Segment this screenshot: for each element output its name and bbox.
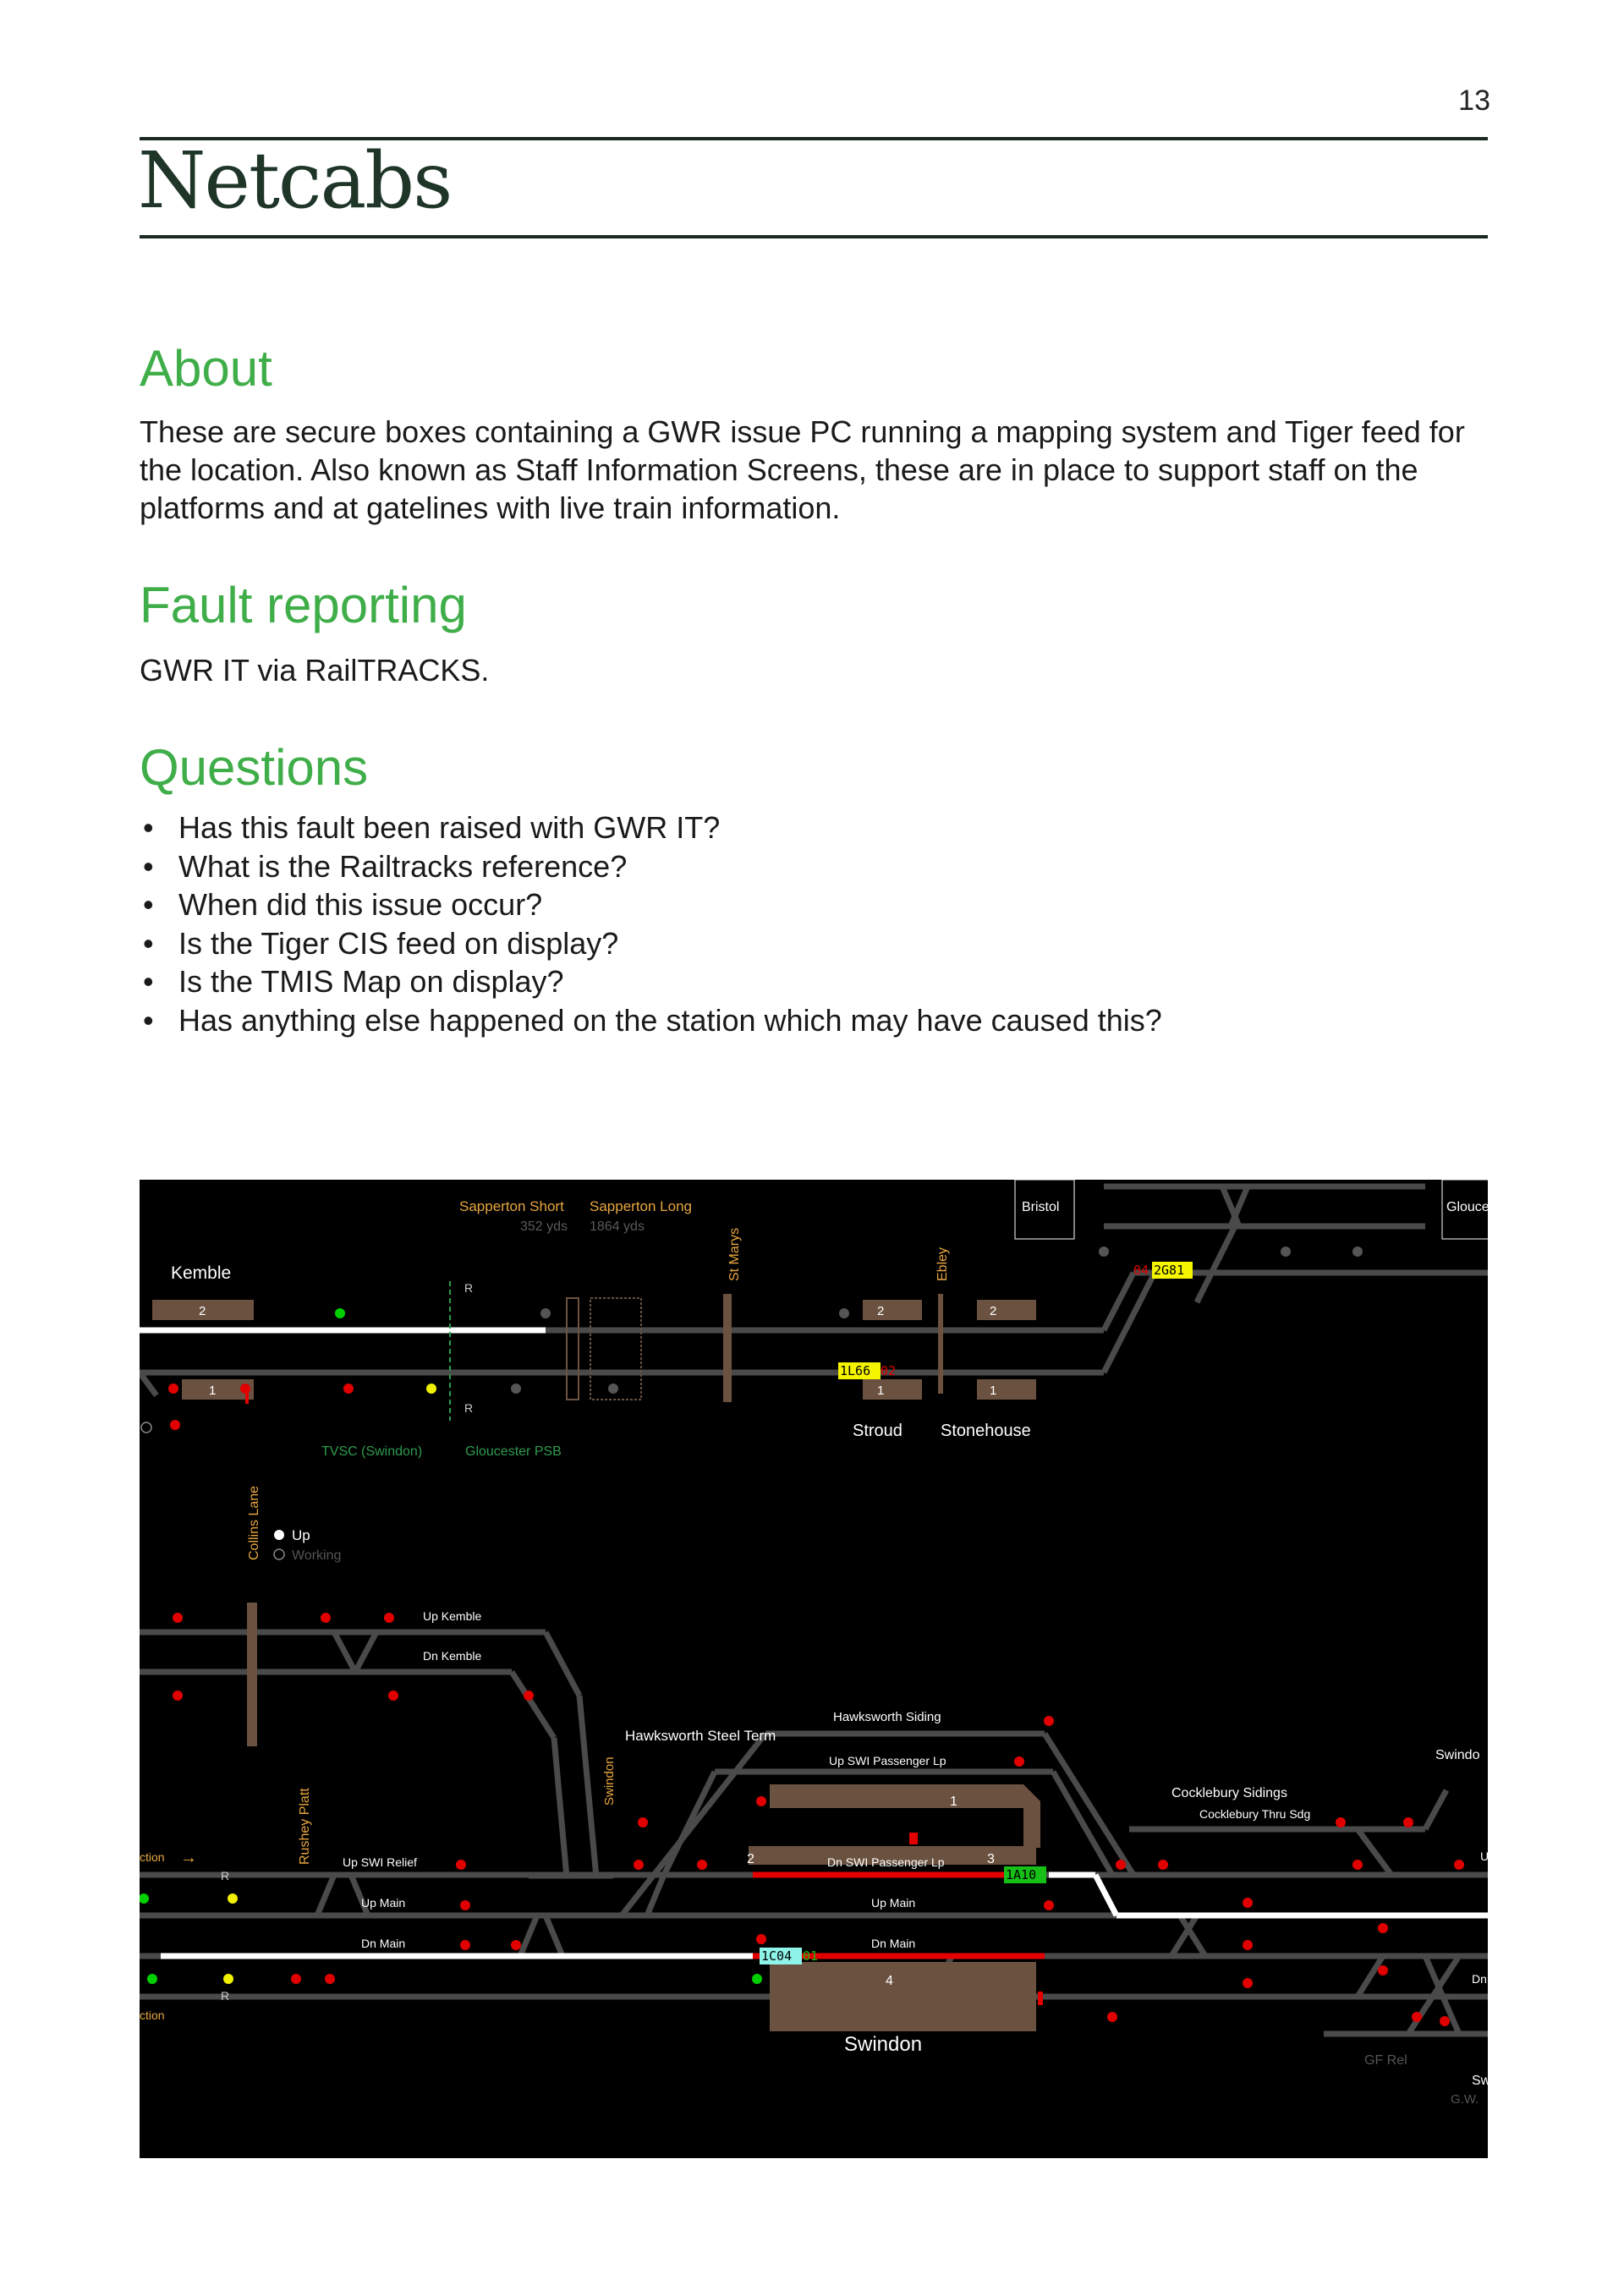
label-stonehouse: Stonehouse bbox=[941, 1422, 1031, 1440]
label-bristol: Bristol bbox=[1022, 1200, 1059, 1214]
bullet-icon: • bbox=[143, 810, 154, 845]
label-swindo: Swindo bbox=[1435, 1748, 1480, 1762]
about-body: These are secure boxes containing a GWR … bbox=[140, 414, 1465, 525]
label-gf-rel: GF Rel bbox=[1364, 2053, 1407, 2068]
train-id: 1A10 bbox=[1006, 1867, 1036, 1882]
label-r-2: R bbox=[464, 1401, 473, 1415]
label-gw: G.W. bbox=[1451, 2092, 1479, 2107]
label-cocklebury-sidings: Cocklebury Sidings bbox=[1171, 1786, 1287, 1800]
label-dn-main-left: Dn Main bbox=[361, 1937, 405, 1950]
label-ction-top: ction bbox=[140, 1850, 165, 1864]
label-sw: Sw bbox=[1472, 2074, 1488, 2088]
label-swindon-station: Swindon bbox=[844, 2033, 922, 2056]
label-sapperton-long: Sapperton Long bbox=[590, 1198, 692, 1214]
bullet-icon: • bbox=[143, 964, 154, 999]
platform-number: 2 bbox=[877, 1304, 884, 1318]
about-heading: About bbox=[140, 340, 272, 397]
label-collins-lane: Collins Lane bbox=[247, 1486, 261, 1560]
question-item: •Is the Tiger CIS feed on display? bbox=[140, 924, 1162, 963]
train-id-prefix: 04 bbox=[1133, 1263, 1149, 1278]
bullet-icon: • bbox=[143, 848, 154, 884]
label-ebley: Ebley bbox=[935, 1247, 950, 1281]
question-item: •Has anything else happened on the stati… bbox=[140, 1001, 1162, 1040]
question-item: •When did this issue occur? bbox=[140, 885, 1162, 924]
questions-list: •Has this fault been raised with GWR IT?… bbox=[140, 808, 1162, 1039]
label-cocklebury-thru-sdg: Cocklebury Thru Sdg bbox=[1199, 1807, 1310, 1821]
page-title: Netcabs bbox=[138, 135, 453, 226]
arrow-right-icon: → bbox=[180, 1849, 197, 1867]
bullet-icon: • bbox=[143, 925, 154, 961]
label-sapperton-short-length: 352 yds bbox=[520, 1219, 568, 1234]
label-ction-bottom: ction bbox=[140, 2008, 165, 2022]
signals bbox=[140, 1247, 1464, 2026]
train-id-box bbox=[1152, 1262, 1193, 1279]
platform-number: 4 bbox=[886, 1974, 893, 1988]
label-swindon-vertical: Swindon bbox=[602, 1756, 617, 1806]
platform-number: 3 bbox=[987, 1852, 995, 1866]
label-up-swi-passenger-lp: Up SWI Passenger Lp bbox=[829, 1754, 946, 1767]
label-dn-kemble: Dn Kemble bbox=[423, 1649, 481, 1663]
label-hawksworth-steel-term: Hawksworth Steel Term bbox=[625, 1728, 776, 1744]
label-up-main-right: Up Main bbox=[871, 1896, 915, 1910]
question-item: •What is the Railtracks reference? bbox=[140, 847, 1162, 886]
map-labels: Kemble Sapperton Short 352 yds Sapperton… bbox=[140, 1198, 1488, 2107]
label-kemble: Kemble bbox=[171, 1263, 231, 1283]
platform-number: 1 bbox=[950, 1795, 957, 1809]
train-id-box bbox=[760, 1948, 802, 1964]
platform-number: 2 bbox=[747, 1852, 754, 1866]
label-st-marys: St Marys bbox=[727, 1228, 742, 1281]
train-id: 1L66 bbox=[840, 1363, 870, 1378]
label-sapperton-long-length: 1864 yds bbox=[590, 1219, 645, 1234]
train-id: 2G81 bbox=[1154, 1263, 1184, 1278]
platforms bbox=[152, 1180, 1488, 2031]
label-up: Up bbox=[292, 1527, 310, 1543]
label-stroud: Stroud bbox=[853, 1422, 903, 1440]
label-dn-edge: Dn bbox=[1472, 1972, 1487, 1986]
label-dn-swi-passenger-lp: Dn SWI Passenger Lp bbox=[827, 1855, 945, 1869]
train-id-box bbox=[1004, 1866, 1046, 1883]
label-rushey-platt: Rushey Platt bbox=[298, 1788, 312, 1865]
label-glouce: Glouce bbox=[1446, 1200, 1488, 1214]
label-u-edge: U bbox=[1480, 1849, 1488, 1863]
title-top-rule bbox=[140, 137, 1488, 140]
label-r-1: R bbox=[464, 1281, 473, 1295]
label-r-3: R bbox=[221, 1869, 229, 1882]
title-bottom-rule bbox=[140, 235, 1488, 238]
fault-reporting-heading: Fault reporting bbox=[140, 577, 467, 633]
platform-number: 1 bbox=[877, 1384, 884, 1398]
questions-heading: Questions bbox=[140, 739, 369, 796]
bullet-icon: • bbox=[143, 887, 154, 922]
question-item: •Is the TMIS Map on display? bbox=[140, 962, 1162, 1001]
question-item: •Has this fault been raised with GWR IT? bbox=[140, 808, 1162, 847]
label-working: Working bbox=[292, 1548, 341, 1563]
label-gloucester-psb: Gloucester PSB bbox=[465, 1444, 562, 1459]
platform-number: 2 bbox=[990, 1304, 996, 1318]
train-id: 1C04 bbox=[761, 1948, 792, 1964]
bullet-icon: • bbox=[143, 1002, 154, 1038]
label-sapperton-short: Sapperton Short bbox=[459, 1198, 564, 1214]
train-id-suffix: 01 bbox=[803, 1948, 818, 1964]
train-id-box bbox=[838, 1362, 881, 1379]
train-id-suffix: 02 bbox=[881, 1363, 896, 1378]
fault-reporting-body: GWR IT via RailTRACKS. bbox=[140, 653, 490, 688]
page-number: 13 bbox=[1458, 85, 1490, 117]
platform-number: 1 bbox=[209, 1384, 216, 1398]
platform-number: 2 bbox=[199, 1304, 206, 1318]
label-hawksworth-siding: Hawksworth Siding bbox=[833, 1710, 941, 1724]
label-r-4: R bbox=[221, 1989, 229, 2003]
platform-number: 1 bbox=[990, 1384, 996, 1398]
netcabs-track-map-screenshot: Kemble Sapperton Short 352 yds Sapperton… bbox=[140, 1180, 1488, 2158]
label-tvsc-swindon: TVSC (Swindon) bbox=[321, 1444, 422, 1459]
label-up-swi-relief: Up SWI Relief bbox=[343, 1855, 417, 1869]
label-up-kemble: Up Kemble bbox=[423, 1609, 481, 1623]
label-up-main-left: Up Main bbox=[361, 1896, 405, 1910]
track-diagram: Kemble Sapperton Short 352 yds Sapperton… bbox=[140, 1180, 1488, 2107]
label-dn-main-right: Dn Main bbox=[871, 1937, 915, 1950]
